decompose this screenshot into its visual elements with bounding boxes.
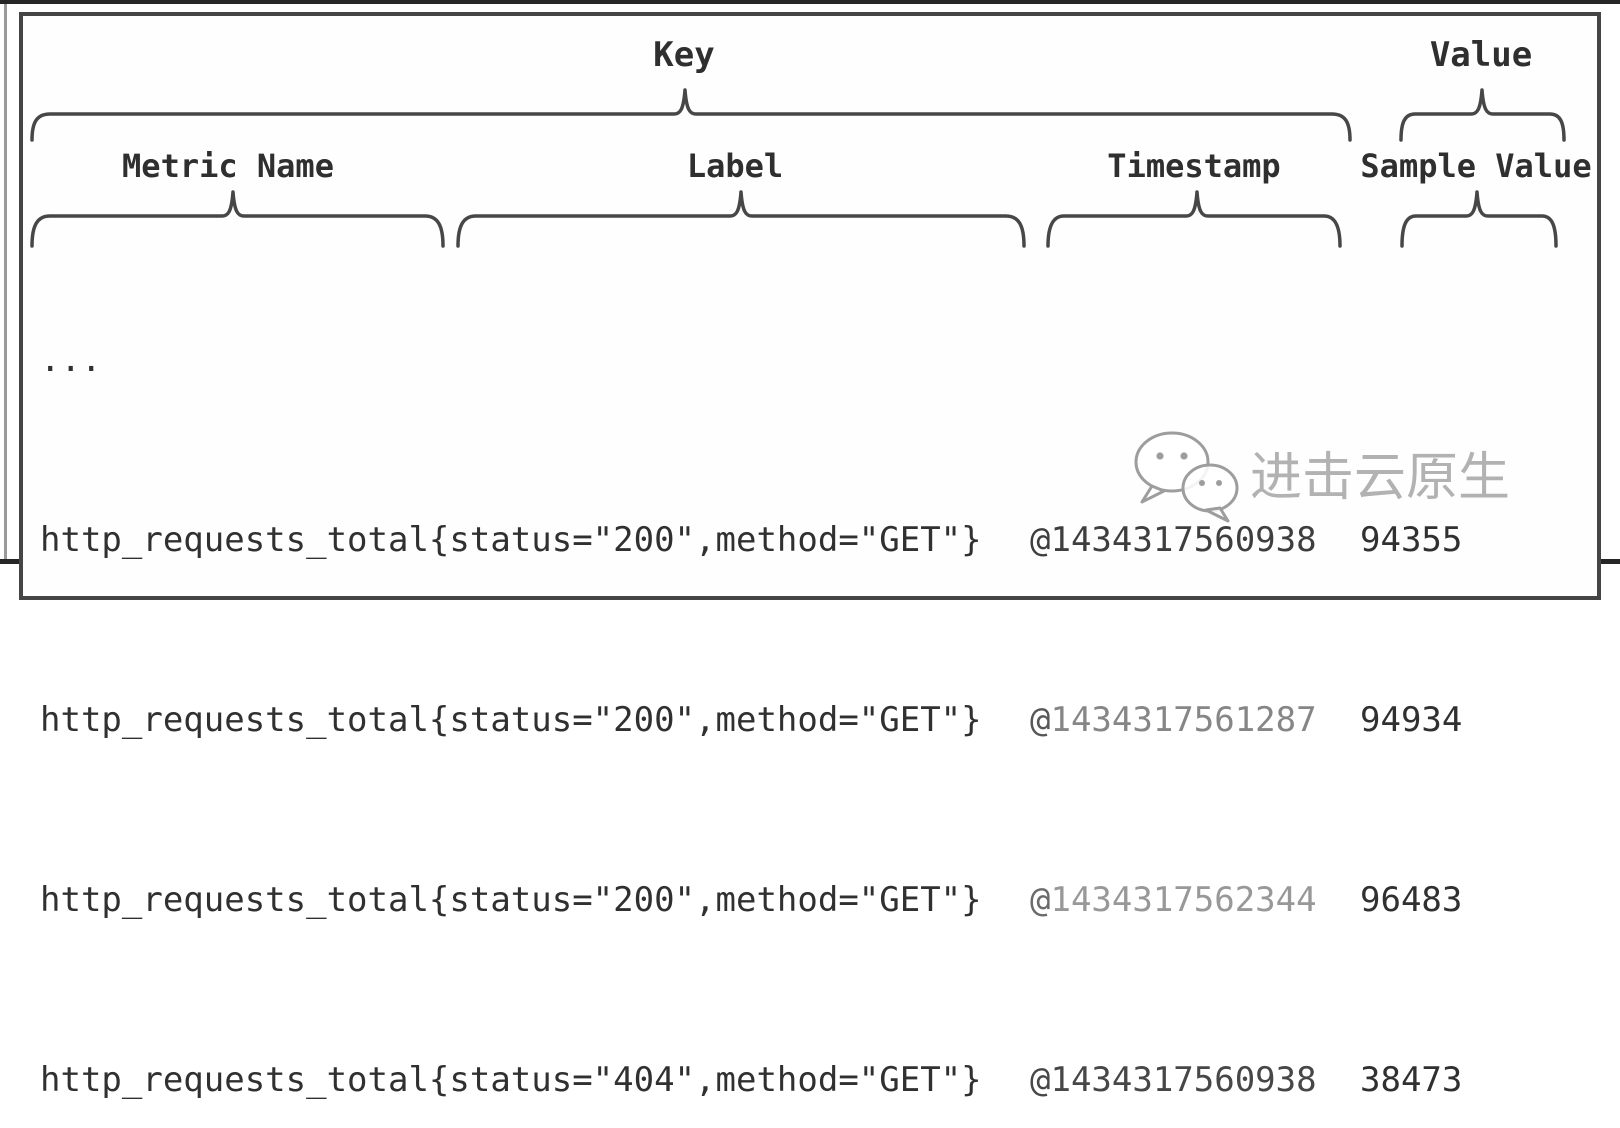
- table-row: http_requests_total{status="200",method=…: [40, 698, 1600, 743]
- sample-value-cell: 94934: [1360, 700, 1463, 740]
- sample-value-header-label: Sample Value: [1360, 147, 1592, 185]
- timestamp-cell: @1434317561287: [1030, 698, 1360, 743]
- metric-name-brace: [30, 190, 445, 248]
- timestamp-digits: 1434317561287: [1050, 700, 1317, 740]
- at-sign: @: [1030, 880, 1051, 920]
- metric-name-cell: http_requests_total{status="200",method=…: [40, 880, 982, 920]
- metric-name-cell: http_requests_total{status="200",method=…: [40, 520, 982, 560]
- sample-value-brace: [1400, 190, 1558, 248]
- samples-list: ... http_requests_total{status="200",met…: [40, 248, 1600, 1128]
- key-brace: [30, 88, 1352, 142]
- ellipsis-text: ...: [40, 340, 102, 380]
- timestamp-header-label: Timestamp: [1107, 147, 1281, 185]
- timestamp-cell: @1434317560938: [1030, 1058, 1360, 1103]
- timestamp-digits: 1434317560938: [1050, 520, 1317, 560]
- table-row: http_requests_total{status="404",method=…: [40, 1058, 1600, 1103]
- sample-value-cell: 38473: [1360, 1060, 1463, 1100]
- timestamp-brace: [1046, 190, 1342, 248]
- timestamp-digits: 1434317562344: [1050, 880, 1317, 920]
- at-sign: @: [1030, 1060, 1051, 1100]
- at-sign: @: [1030, 520, 1051, 560]
- ellipsis-row: ...: [40, 338, 1600, 383]
- value-brace: [1399, 88, 1566, 142]
- label-header-label: Label: [686, 147, 784, 185]
- metric-name-header-label: Metric Name: [122, 147, 334, 185]
- sample-value-cell: 94355: [1360, 520, 1463, 560]
- timestamp-cell: @1434317562344: [1030, 878, 1360, 923]
- value-header-label: Value: [1429, 35, 1533, 75]
- timestamp-cell: @1434317560938: [1030, 518, 1360, 563]
- table-row: http_requests_total{status="200",method=…: [40, 518, 1600, 563]
- frame-edge-top: [0, 0, 1620, 4]
- sample-value-cell: 96483: [1360, 880, 1463, 920]
- at-sign: @: [1030, 700, 1051, 740]
- metric-name-cell: http_requests_total{status="404",method=…: [40, 1060, 982, 1100]
- diagram-border-box: [19, 12, 1601, 600]
- table-row: http_requests_total{status="200",method=…: [40, 878, 1600, 923]
- frame-edge-left: [4, 4, 7, 559]
- timestamp-digits: 1434317560938: [1050, 1060, 1317, 1100]
- metric-name-cell: http_requests_total{status="200",method=…: [40, 700, 982, 740]
- key-header-label: Key: [653, 35, 715, 75]
- label-brace: [456, 190, 1026, 248]
